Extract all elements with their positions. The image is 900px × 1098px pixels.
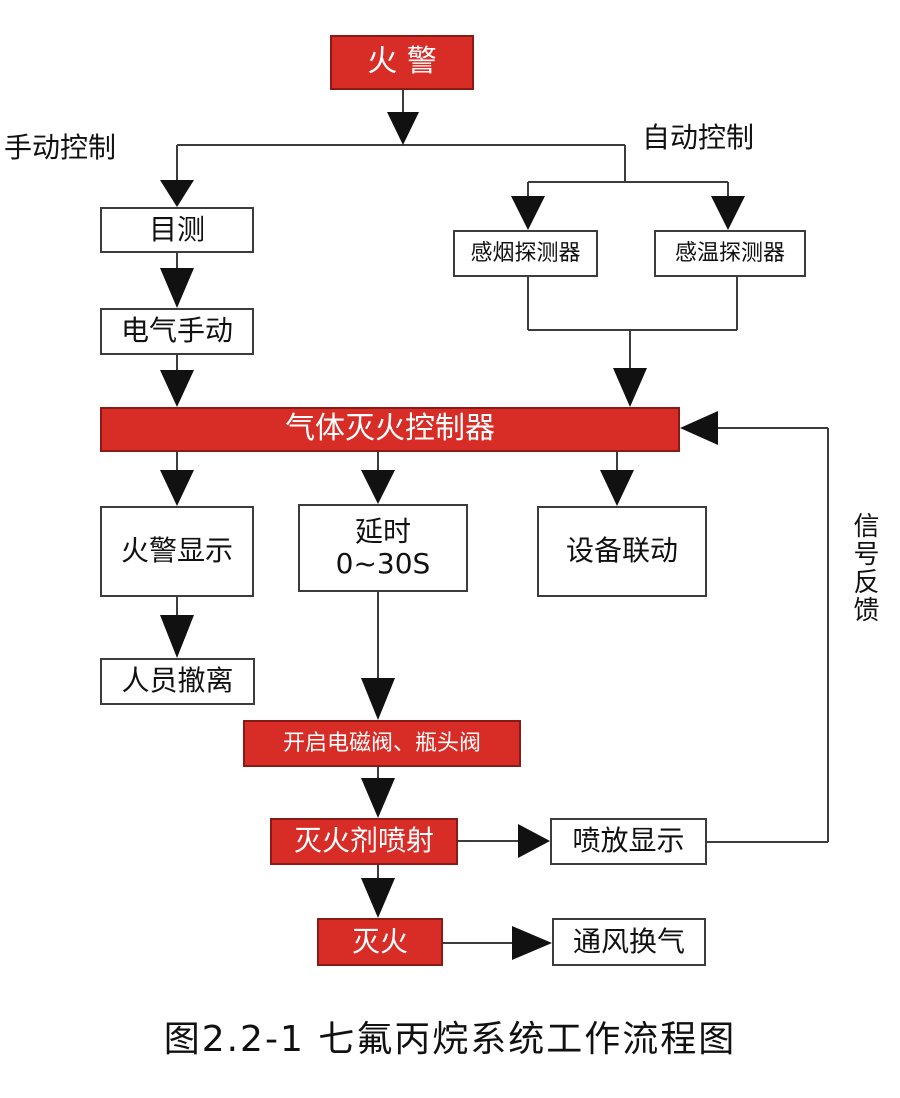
ventilation-node: 通风换气 — [552, 918, 706, 966]
arrow-to-valves — [361, 678, 395, 720]
spray-display-node: 喷放显示 — [550, 818, 707, 865]
arrow-to-electric — [160, 268, 194, 308]
arrow-to-spray — [361, 778, 395, 818]
arrow-to-delay — [361, 470, 395, 504]
delay-node: 延时 0~30S — [298, 504, 468, 592]
arrow-to-controller — [160, 370, 194, 407]
arrow-to-linkage — [600, 470, 634, 506]
arrow-feedback-to-controller — [680, 411, 718, 445]
manual-control-label: 手动控制 — [4, 131, 117, 164]
gas-controller-node: 气体灭火控制器 — [100, 407, 680, 452]
arrow-to-ventilation — [512, 926, 552, 960]
agent-spray-node: 灭火剂喷射 — [270, 818, 458, 865]
electric-manual-node: 电气手动 — [100, 308, 254, 355]
fire-out-node: 灭火 — [317, 918, 443, 966]
arrow-to-evacuation — [160, 615, 194, 658]
arrow-to-heat — [711, 196, 745, 230]
signal-feedback-label: 信号反馈 — [849, 512, 879, 624]
visual-inspection-node: 目测 — [100, 207, 254, 253]
fire-alarm-node: 火 警 — [330, 35, 474, 90]
heat-detector-node: 感温探测器 — [654, 230, 806, 277]
equipment-linkage-node: 设备联动 — [537, 506, 707, 597]
evacuation-node: 人员撤离 — [100, 658, 255, 705]
delay-range: 0~30S — [335, 547, 431, 580]
arrow-to-fireout — [361, 878, 395, 918]
alarm-display-node: 火警显示 — [100, 506, 254, 597]
smoke-detector-node: 感烟探测器 — [453, 230, 598, 277]
figure-caption: 图2.2-1 七氟丙烷系统工作流程图 — [163, 1019, 737, 1060]
arrow-to-inspection — [160, 180, 194, 207]
arrow-to-smoke — [511, 196, 545, 230]
arrow-to-alarm-display — [160, 470, 194, 506]
open-valves-node: 开启电磁阀、瓶头阀 — [243, 720, 521, 767]
arrow-alarm-split — [387, 112, 419, 145]
arrow-detectors-to-controller — [613, 368, 647, 407]
delay-title: 延时 — [354, 514, 411, 548]
arrow-to-spray-display — [518, 824, 550, 858]
auto-control-label: 自动控制 — [642, 121, 755, 154]
